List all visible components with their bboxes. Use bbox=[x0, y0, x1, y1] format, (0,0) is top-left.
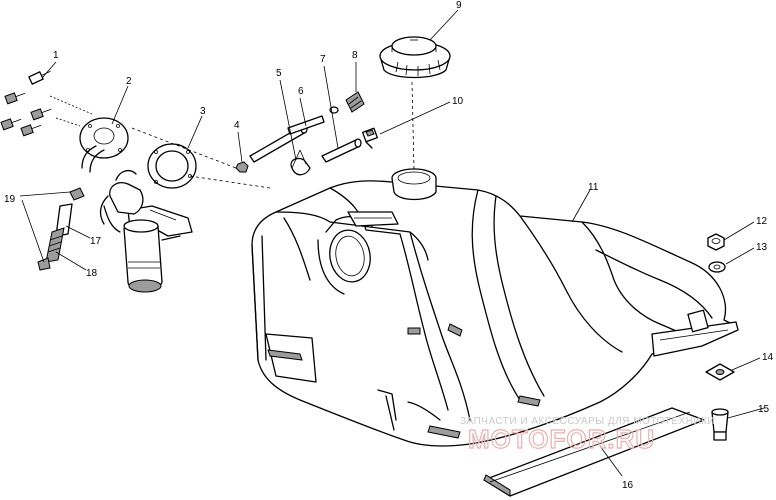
leader-lines bbox=[19, 9, 765, 477]
callout-3: 3 bbox=[200, 106, 206, 117]
part-18-hose bbox=[37, 227, 65, 271]
part-10-vent-fitting bbox=[362, 127, 378, 149]
part-9-fuel-cap bbox=[379, 36, 451, 79]
part-16-strip bbox=[483, 407, 705, 497]
callout-12: 12 bbox=[756, 216, 768, 227]
part-12-nut bbox=[707, 233, 725, 251]
part-11-fuel-tank bbox=[251, 168, 739, 447]
part-17-filter bbox=[55, 203, 73, 237]
callout-1: 1 bbox=[53, 50, 59, 61]
callout-4: 4 bbox=[234, 120, 240, 131]
callout-5: 5 bbox=[276, 68, 282, 79]
part-3-gasket bbox=[147, 143, 197, 189]
callout-19: 19 bbox=[4, 194, 16, 205]
callout-2: 2 bbox=[126, 76, 132, 87]
callout-8: 8 bbox=[352, 50, 358, 61]
watermark: ЗАПЧАСТИ И АКСЕССУАРЫ ДЛЯ МОТОТЕХНИКИ MO… bbox=[460, 416, 715, 455]
callout-16: 16 bbox=[622, 480, 634, 491]
callout-10: 10 bbox=[452, 96, 464, 107]
part-4-nut bbox=[235, 161, 249, 173]
part-7-hose bbox=[321, 138, 362, 163]
callout-18: 18 bbox=[86, 268, 98, 279]
callout-14: 14 bbox=[762, 352, 774, 363]
callout-9: 9 bbox=[456, 0, 462, 11]
callout-6: 6 bbox=[298, 86, 304, 97]
callout-17: 17 bbox=[90, 236, 102, 247]
watermark-logo: MOTOFOR.RU bbox=[468, 424, 655, 454]
part-19-clamp bbox=[69, 187, 85, 201]
callout-13: 13 bbox=[756, 242, 768, 253]
part-8-clamp bbox=[291, 91, 365, 169]
part-14-bracket bbox=[705, 363, 735, 381]
part-2-fuel-pump bbox=[79, 117, 193, 293]
callout-11: 11 bbox=[588, 182, 599, 193]
part-1-screws bbox=[0, 70, 93, 137]
callouts: 1 2 3 4 5 6 7 8 9 10 11 12 13 14 15 16 1… bbox=[4, 0, 774, 491]
watermark-text: ЗАПЧАСТИ И АКСЕССУАРЫ ДЛЯ МОТОТЕХНИКИ bbox=[460, 416, 715, 427]
part-15-bolt bbox=[711, 408, 729, 441]
callout-7: 7 bbox=[320, 54, 326, 65]
part-13-washer bbox=[708, 261, 726, 273]
callout-15: 15 bbox=[758, 404, 770, 415]
